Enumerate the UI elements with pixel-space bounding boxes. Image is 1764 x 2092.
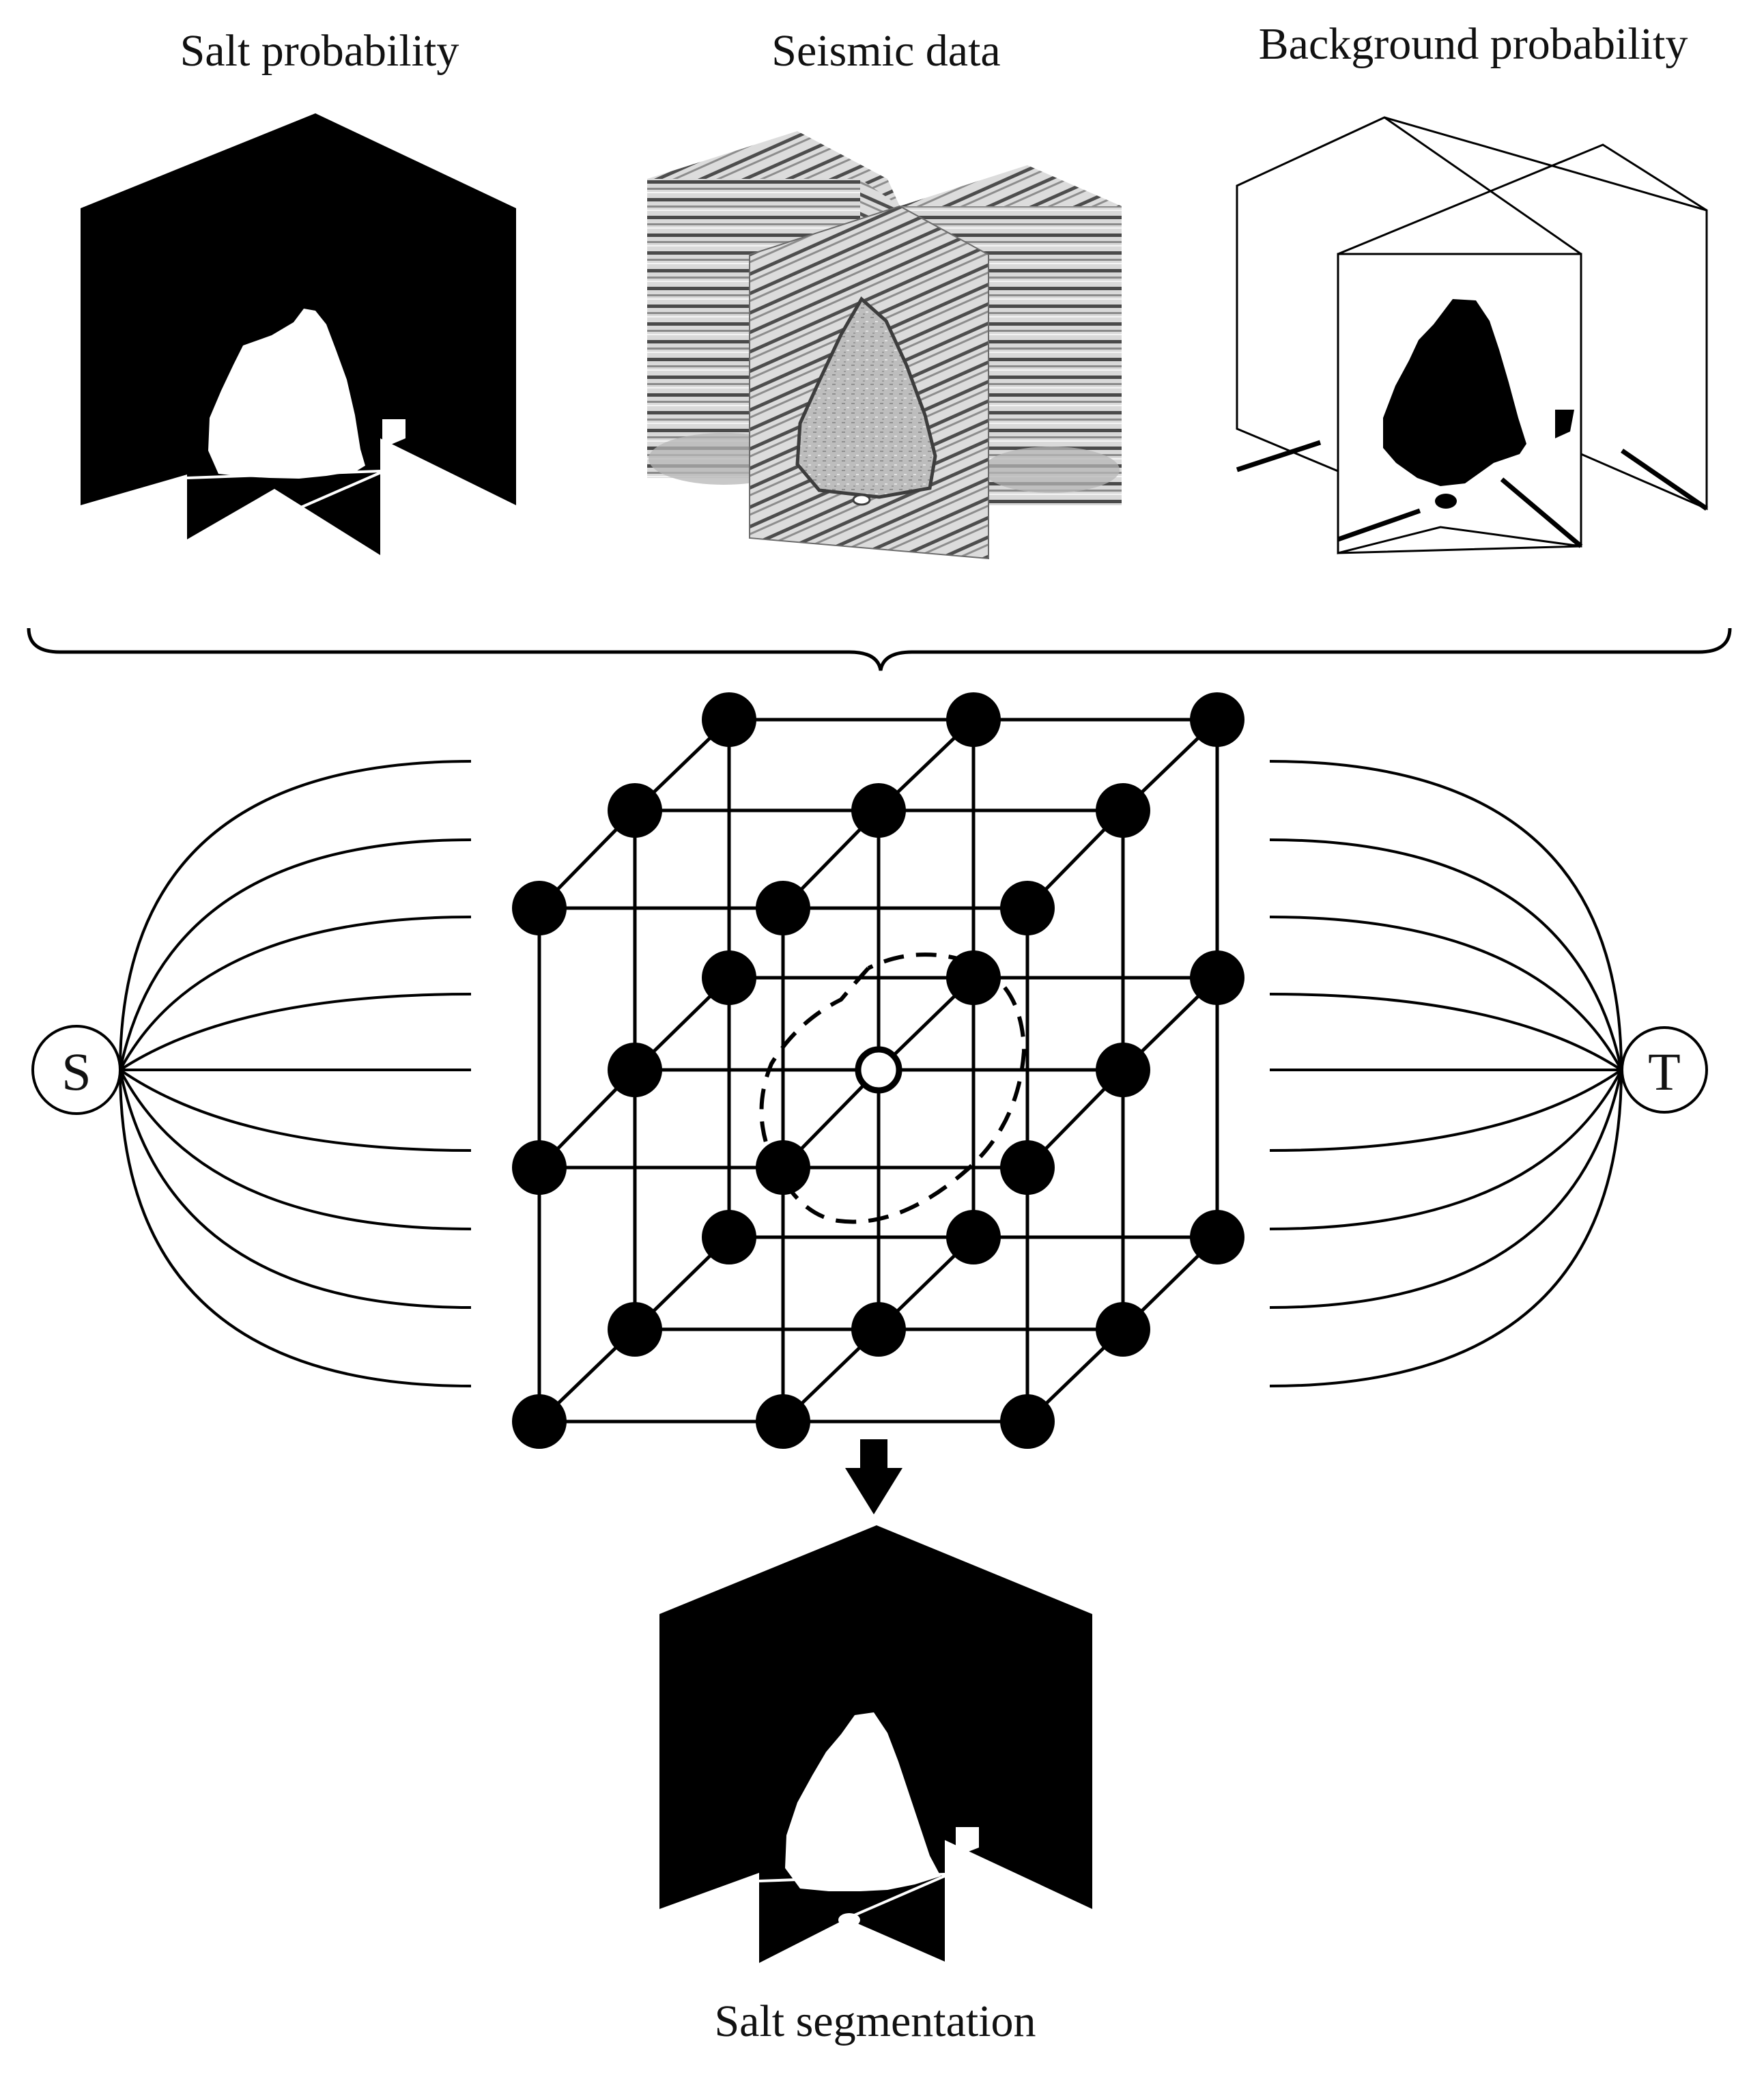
lattice-node <box>608 1302 662 1357</box>
lattice-node <box>608 783 662 838</box>
lattice-node <box>512 1394 567 1449</box>
lattice-node <box>1000 881 1055 935</box>
lattice-node <box>608 1043 662 1097</box>
lattice-edges <box>537 718 1219 1424</box>
salt-probability-volume <box>81 113 516 555</box>
background-probability-dark-lines <box>1236 440 1708 548</box>
lattice-node <box>1190 950 1244 1005</box>
lattice-node <box>756 881 810 935</box>
lattice-node <box>702 1210 756 1264</box>
salt-probability-title: Salt probability <box>180 26 459 76</box>
lattice-node <box>512 1140 567 1195</box>
grouping-brace <box>27 627 1732 671</box>
lattice-nodes <box>512 692 1244 1449</box>
lattice-node <box>1000 1394 1055 1449</box>
seismic-data-volume <box>647 131 1122 560</box>
lattice-node <box>512 881 567 935</box>
sink-edges <box>1269 760 1623 1387</box>
source-node <box>31 1025 122 1115</box>
lattice-node <box>702 692 756 747</box>
lattice-node <box>1000 1140 1055 1195</box>
lattice-node <box>851 1302 906 1357</box>
sink-node <box>1621 1026 1708 1114</box>
center-voxel-node <box>855 1046 902 1094</box>
lattice-node <box>851 783 906 838</box>
seismic-data-title: Seismic data <box>771 26 1001 76</box>
result-arrow <box>845 1439 902 1514</box>
salt-segmentation-title: Salt segmentation <box>714 1996 1036 2046</box>
salt-segmentation-volume <box>659 1525 1092 1963</box>
sink-label: T <box>1648 1042 1681 1101</box>
source-label: S <box>61 1042 91 1101</box>
neighborhood-dashed-boundary <box>759 952 1027 1224</box>
background-probability-salt-body <box>1383 299 1574 509</box>
lattice-node <box>1096 1043 1150 1097</box>
lattice-node <box>1096 1302 1150 1357</box>
source-edges <box>119 760 472 1387</box>
lattice-node <box>946 1210 1001 1264</box>
lattice-node <box>1190 1210 1244 1264</box>
lattice-node <box>1096 783 1150 838</box>
lattice-node <box>946 692 1001 747</box>
lattice-node <box>1190 692 1244 747</box>
background-probability-title: Background probability <box>1258 19 1688 69</box>
lattice-node <box>756 1140 810 1195</box>
lattice-node <box>946 950 1001 1005</box>
lattice-node <box>702 950 756 1005</box>
lattice-node <box>756 1394 810 1449</box>
